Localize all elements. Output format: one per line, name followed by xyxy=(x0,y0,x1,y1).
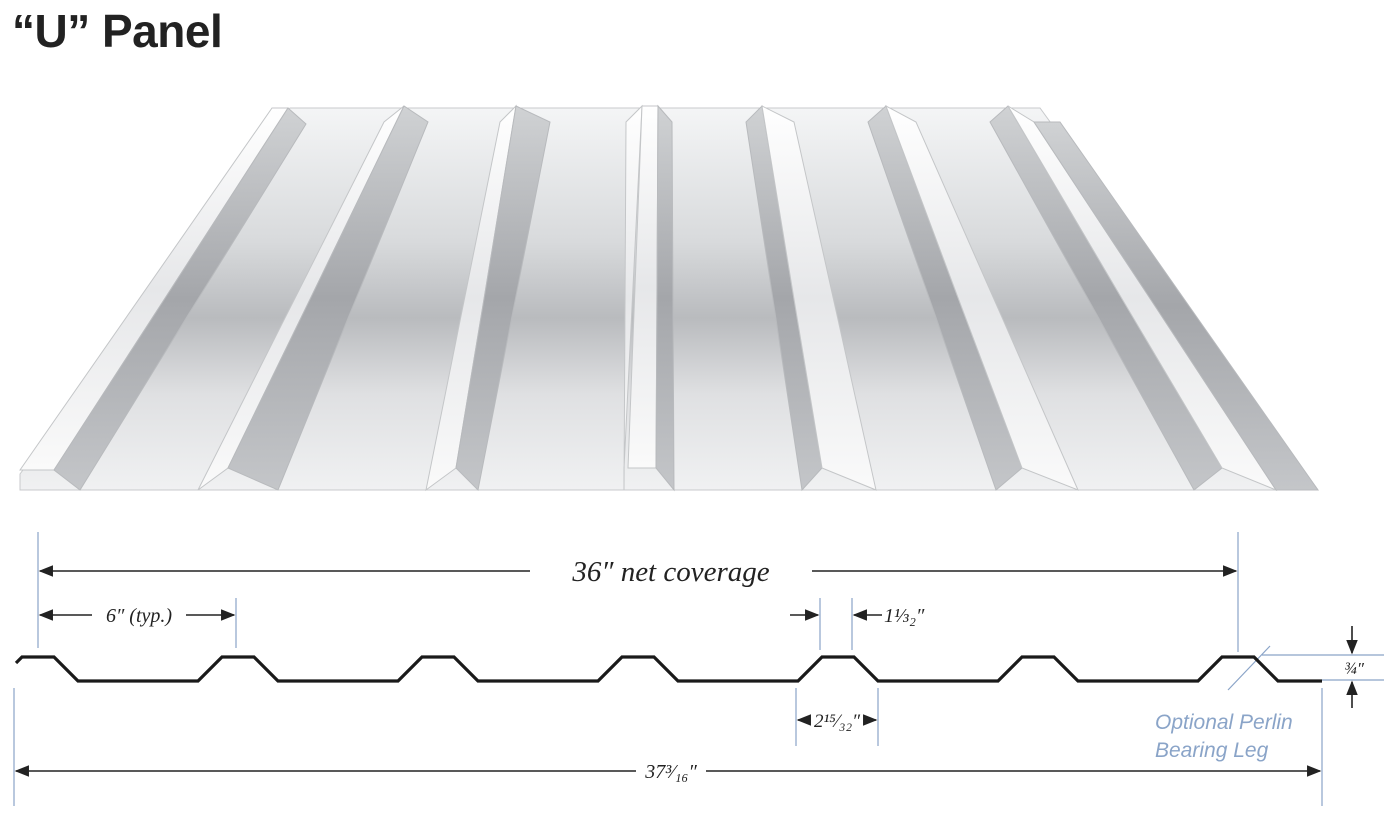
panel-rib xyxy=(989,105,1319,492)
leader-line xyxy=(1227,645,1271,691)
dimension-lines xyxy=(14,565,1358,777)
rib-top-width-label: 1⅓₂″ xyxy=(884,605,925,627)
rib-height-label: ¾″ xyxy=(1344,659,1365,678)
net-coverage-label: 36″ net coverage xyxy=(571,556,769,588)
purlin-bearing-leg-note-line1: Optional Perlin xyxy=(1155,711,1293,734)
panel-rib xyxy=(745,104,877,492)
purlin-bearing-leg-note-line2: Bearing Leg xyxy=(1155,739,1269,762)
extension-lines xyxy=(13,532,1384,806)
panel-rib xyxy=(197,105,429,491)
overall-width-label: 37³⁄₁₆″ xyxy=(644,761,697,783)
panel-rib xyxy=(19,107,307,491)
page-title: “U” Panel xyxy=(12,5,223,57)
panel-rib xyxy=(867,104,1079,491)
rib-base-width-label: 2¹⁵⁄₃₂″ xyxy=(814,711,861,732)
panel-rib xyxy=(425,104,551,492)
panel-rib xyxy=(623,104,675,492)
panel-3d-illustration xyxy=(19,104,1319,492)
rib-spacing-label: 6″ (typ.) xyxy=(106,605,172,627)
panel-profile-section xyxy=(14,655,1322,683)
